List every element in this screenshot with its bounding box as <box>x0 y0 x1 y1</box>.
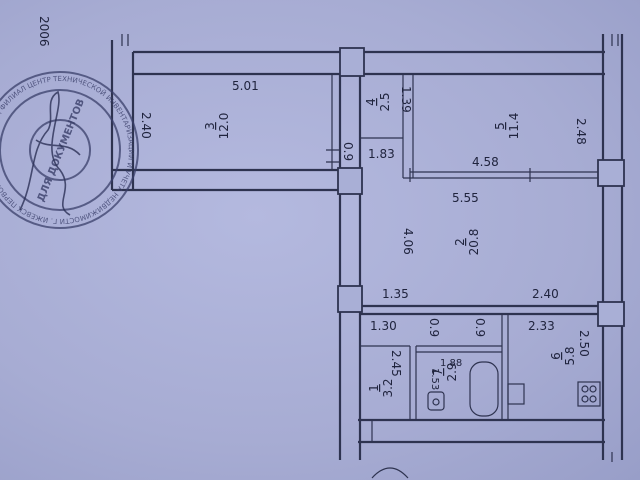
sink <box>427 391 445 411</box>
room-4-number: 4 <box>364 98 378 106</box>
room-4-walls <box>331 74 414 178</box>
stove-burner-3 <box>581 395 589 403</box>
column-mid <box>337 167 363 195</box>
dim-kitchen-depth: 2.50 <box>577 330 591 357</box>
stamp-center-text: ДЛЯ ДОКУМЕНТОВ <box>36 98 87 204</box>
dim-room4-depth: 1.39 <box>399 86 413 113</box>
bathtub <box>469 361 499 417</box>
entry-bottom <box>360 419 373 442</box>
room-1-number: 1 <box>367 384 381 392</box>
signature <box>19 90 81 216</box>
room-3-bottom-wall <box>112 168 340 192</box>
top-wall <box>133 50 605 76</box>
room-1-area: 3.2 <box>381 378 395 397</box>
dim-door-c: 0.9 <box>473 318 487 337</box>
column-right <box>597 159 625 187</box>
dim-room3-depth: 2.40 <box>139 112 153 139</box>
room-5-area: 11.4 <box>507 113 521 140</box>
dim-corridor-width: 1.35 <box>382 287 409 301</box>
room-7-top <box>416 345 502 353</box>
room-7-area: 2.9 <box>445 362 459 381</box>
lower-row-top-wall <box>360 304 603 316</box>
dim-room5-depth: 2.48 <box>574 118 588 145</box>
dim-bath-depth: 1.53 <box>429 368 440 390</box>
door-marks <box>121 34 619 462</box>
room-5-number: 5 <box>493 122 507 130</box>
room-6-number: 6 <box>549 352 563 360</box>
room-2-number: 2 <box>453 238 467 246</box>
dim-room2-depth: 4.06 <box>401 228 415 255</box>
stamp-outer-ring <box>0 71 139 229</box>
room-2-area: 20.8 <box>467 229 481 256</box>
entrance-arc <box>371 467 409 479</box>
dim-door-b: 0.9 <box>427 318 441 337</box>
dim-entry-depth: 2.45 <box>389 350 403 377</box>
column-top <box>339 47 365 77</box>
room-5-walls <box>403 171 603 179</box>
column-right-lower <box>597 301 625 327</box>
stove-burner-1 <box>581 385 589 393</box>
corner-year: 2006 <box>37 16 51 47</box>
dim-room5-width: 4.58 <box>472 155 499 169</box>
room-6-wall <box>501 314 509 420</box>
stamp-inner-ring <box>0 89 121 211</box>
dim-entry-width: 1.30 <box>370 319 397 333</box>
dim-hall-width: 1.83 <box>368 147 395 161</box>
seal-stamp: УДМУРТСКИЙ ФИЛИАЛ ЦЕНТР ТЕХНИЧЕСКОЙ ИНВЕ… <box>0 0 145 235</box>
stove-burner-2 <box>589 385 597 393</box>
dim-room2-width: 5.55 <box>452 191 479 205</box>
room-3-area: 12.0 <box>217 113 231 140</box>
bottom-wall <box>358 418 605 444</box>
kitchen-sink <box>507 383 525 405</box>
dim-kitchen-width-top: 2.40 <box>532 287 559 301</box>
sink-drain <box>432 398 440 406</box>
stove-burner-4 <box>589 395 597 403</box>
stove <box>577 381 601 407</box>
column-lower <box>337 285 363 313</box>
room-1-wall <box>409 346 417 420</box>
room-7-number: 7 <box>431 368 445 376</box>
central-wall <box>338 74 362 460</box>
dim-bath-width: 1.88 <box>440 358 462 369</box>
room-6-area: 5.8 <box>563 346 577 365</box>
dim-kitchen-width: 2.33 <box>528 319 555 333</box>
right-wall <box>601 34 624 460</box>
room-3-number: 3 <box>203 122 217 130</box>
dim-room3-width: 5.01 <box>232 79 259 93</box>
room-4-area: 2.5 <box>378 92 392 111</box>
dim-door-a: 0.9 <box>341 142 355 161</box>
